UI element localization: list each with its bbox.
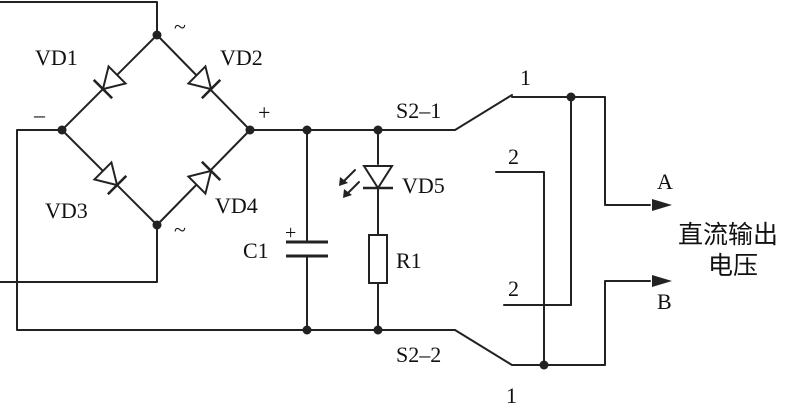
label-plus: + — [258, 100, 270, 125]
label-s2-1: S2–1 — [396, 98, 441, 123]
diode-vd1 — [92, 64, 128, 100]
label-c1: C1 — [243, 238, 269, 263]
label-pos2-upper: 2 — [508, 144, 519, 169]
label-minus: – — [33, 102, 46, 127]
label-s2-2: S2–2 — [396, 342, 441, 367]
switch-s2-1 — [454, 94, 651, 366]
label-output-voltage-line1: 直流输出 — [678, 220, 778, 249]
label-pos1-top: 1 — [520, 65, 531, 90]
diode-vd2 — [186, 64, 222, 100]
label-vd3: VD3 — [45, 198, 88, 223]
output-b-arrowhead — [652, 275, 672, 287]
output-a-arrowhead — [652, 199, 672, 211]
switch-s2-2 — [454, 280, 651, 366]
label-output-b: B — [657, 289, 672, 314]
label-cap-plus: + — [285, 222, 296, 244]
led-vd5 — [362, 165, 394, 190]
junction-dots — [57, 30, 576, 370]
label-output-a: A — [657, 169, 673, 194]
negative-rail-wire — [16, 129, 456, 331]
label-vd1: VD1 — [35, 45, 78, 70]
label-pos2-lower: 2 — [508, 276, 519, 301]
capacitor-c1 — [286, 129, 328, 331]
label-ac-top: ~ — [174, 14, 186, 39]
label-vd5: VD5 — [402, 173, 445, 198]
label-output-voltage-line2: 电压 — [708, 251, 758, 280]
label-vd2: VD2 — [220, 45, 263, 70]
label-vd4: VD4 — [215, 193, 258, 218]
led-light-arrows — [339, 169, 360, 198]
diode-vd3 — [92, 160, 128, 196]
label-pos1-bottom: 1 — [506, 383, 517, 407]
resistor-r1 — [368, 234, 388, 284]
diode-vd4 — [186, 160, 222, 196]
led-vd5-branch — [362, 129, 394, 331]
label-ac-bottom: ~ — [174, 217, 186, 242]
ac-input-bottom-wire — [0, 224, 158, 283]
label-r1: R1 — [396, 248, 422, 273]
ac-input-top-wire — [0, 1, 158, 36]
